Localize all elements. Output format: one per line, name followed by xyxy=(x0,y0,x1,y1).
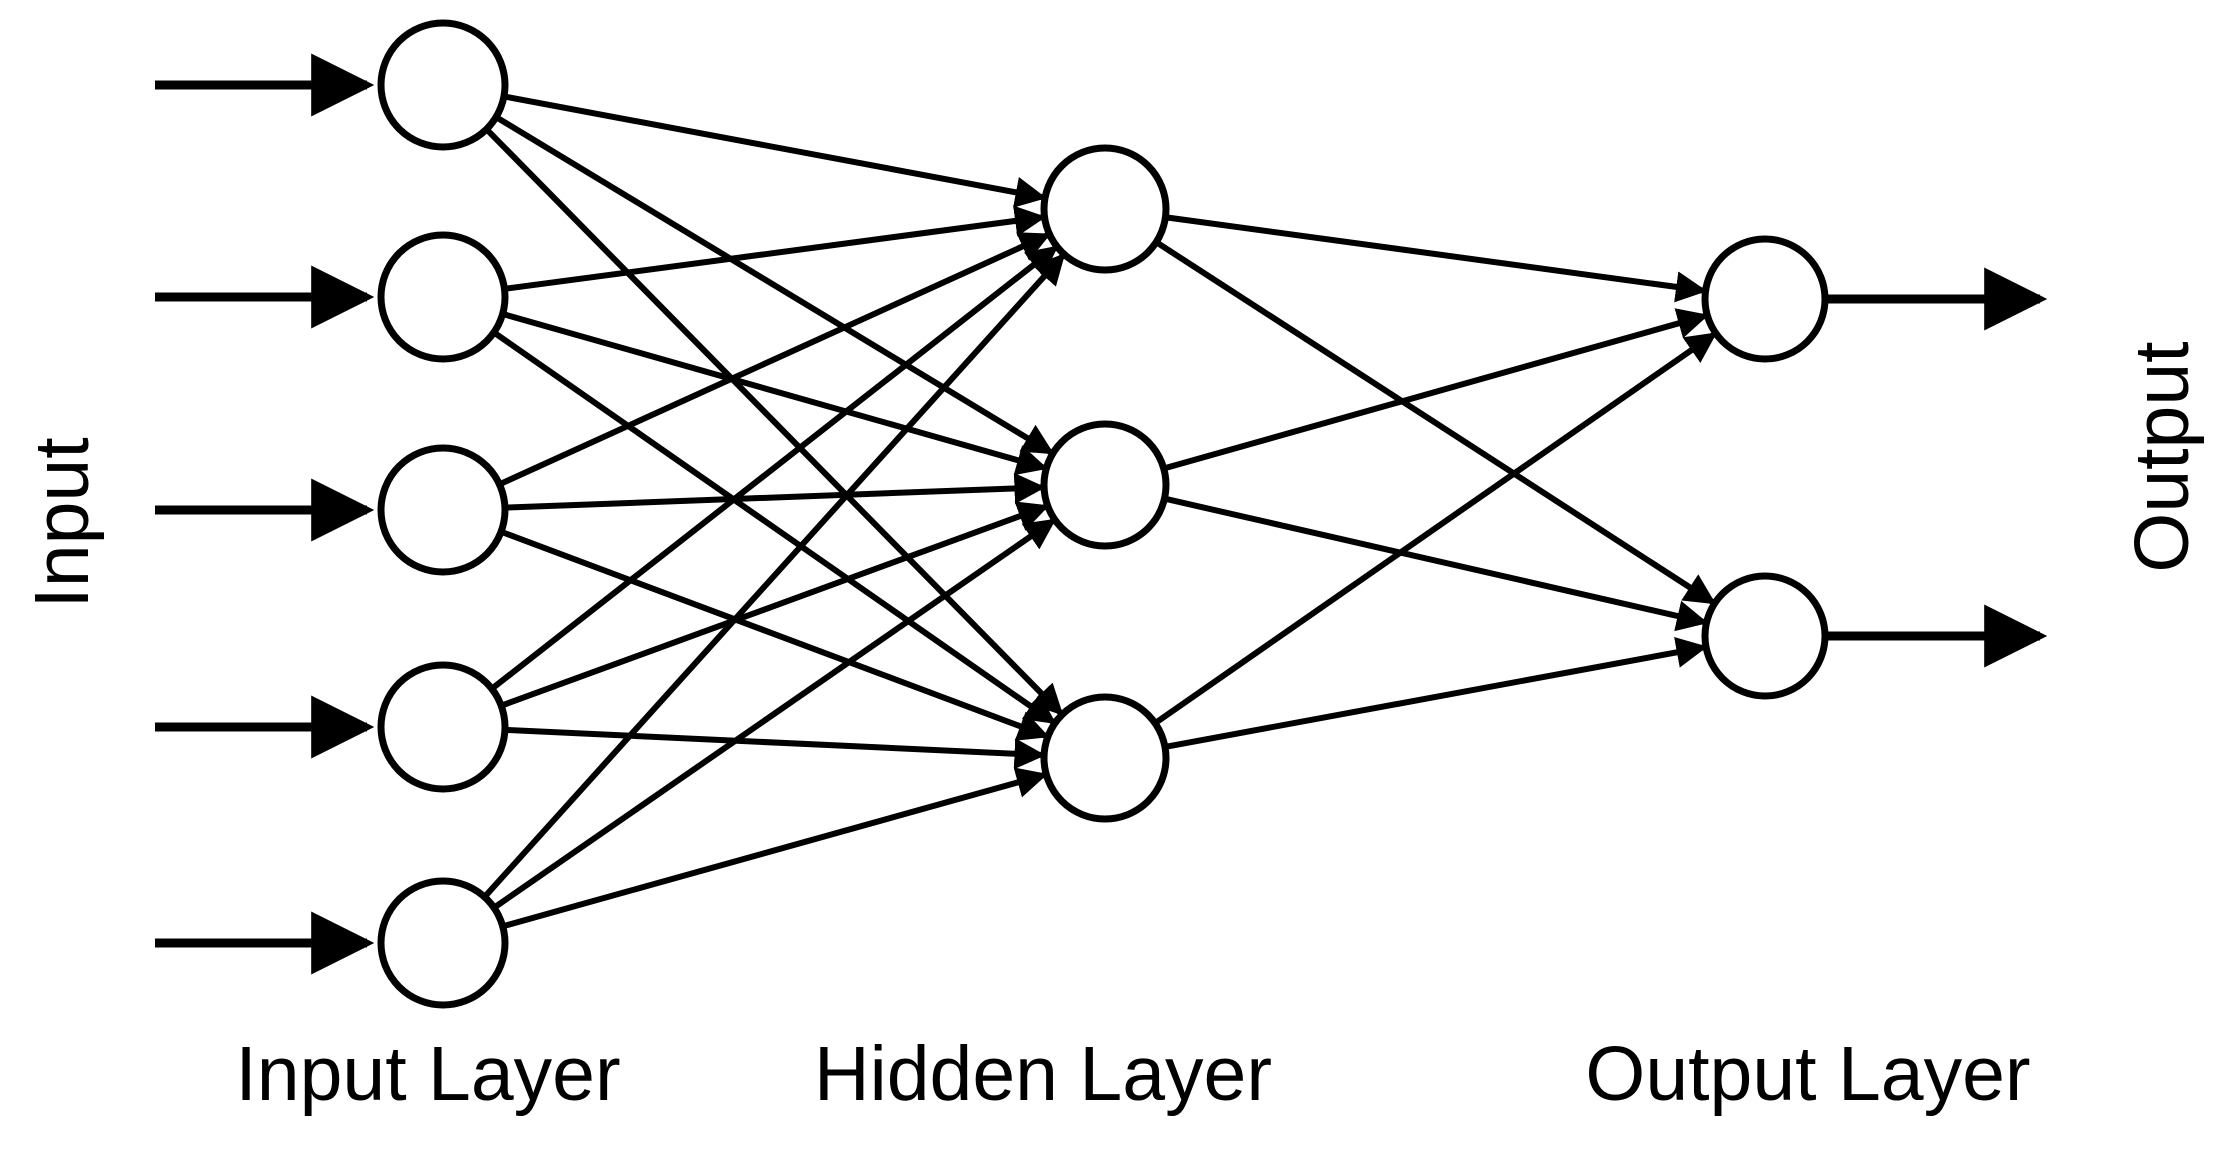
hidden-neuron-1 xyxy=(1040,144,1170,274)
connection-edge xyxy=(494,114,1055,455)
connection-edge xyxy=(504,205,1047,292)
connection-edge xyxy=(1163,495,1709,632)
input-neuron-5 xyxy=(377,877,509,1009)
connection-edge xyxy=(500,528,1050,741)
connection-edge xyxy=(489,245,1059,692)
input-neuron-1 xyxy=(377,19,509,151)
input-neuron-2 xyxy=(377,231,509,363)
connection-edge xyxy=(492,329,1057,725)
output-layer-nodes xyxy=(1701,235,1829,700)
connection-edge xyxy=(501,767,1048,930)
input-side-label: Input xyxy=(19,437,105,608)
hidden-neuron-2 xyxy=(1040,420,1170,550)
connection-edge xyxy=(504,726,1046,770)
connection-edge xyxy=(492,518,1057,911)
connection-edge xyxy=(1153,331,1718,726)
hidden-layer-caption: Hidden Layer xyxy=(814,1031,1272,1117)
output-side-label: Output xyxy=(2119,341,2205,572)
edges-input-to-hidden xyxy=(482,93,1066,930)
connection-edge xyxy=(1164,636,1708,750)
connection-edge xyxy=(484,127,1064,716)
hidden-neuron-3 xyxy=(1040,693,1170,823)
input-layer-nodes xyxy=(377,19,509,1009)
input-neuron-4 xyxy=(377,661,509,793)
input-layer-caption: Input Layer xyxy=(235,1031,620,1117)
input-arrows xyxy=(155,53,375,975)
input-neuron-3 xyxy=(377,444,509,576)
connection-edge xyxy=(501,311,1048,476)
output-layer-caption: Output Layer xyxy=(1585,1031,2030,1117)
output-neuron-2 xyxy=(1701,572,1829,700)
output-neuron-1 xyxy=(1701,235,1829,363)
connection-edge xyxy=(500,501,1050,709)
connection-edge xyxy=(504,472,1046,511)
connection-edge xyxy=(1162,308,1709,472)
edges-hidden-to-output xyxy=(1153,214,1718,750)
hidden-layer-nodes xyxy=(1040,144,1170,823)
connection-edge xyxy=(1165,214,1708,303)
output-arrows xyxy=(1827,267,2048,668)
connection-edge xyxy=(503,93,1047,208)
connection-edge xyxy=(482,253,1066,899)
connection-edge xyxy=(1154,239,1716,605)
connection-edge xyxy=(498,232,1051,488)
